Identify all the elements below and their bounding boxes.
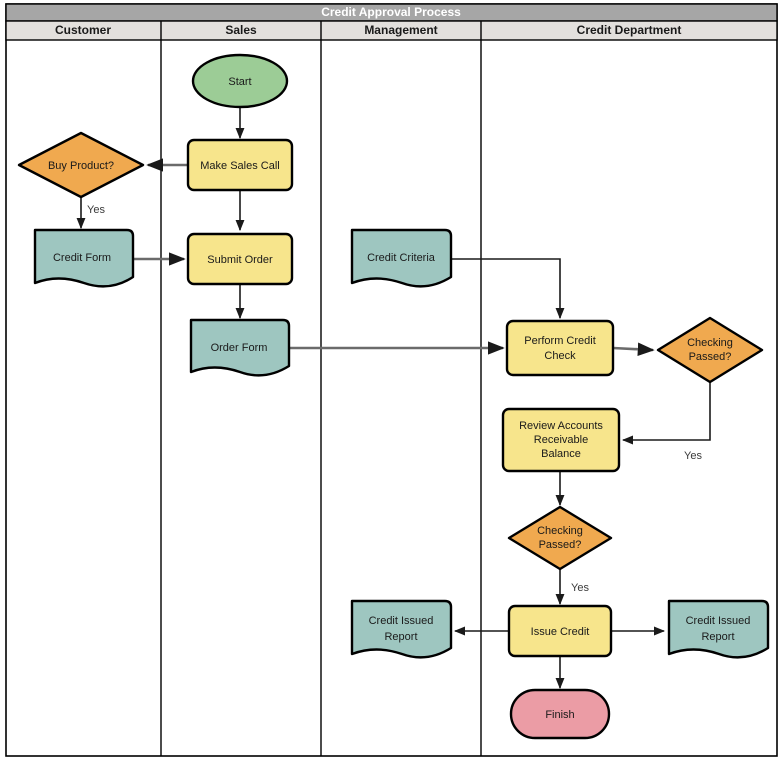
node-checking-passed-2-label-line2: Passed?	[539, 539, 582, 551]
node-checking-passed-1[interactable]: Checking Passed?	[656, 316, 764, 384]
edge-perform-credit-check-to-checking-passed-1	[612, 342, 655, 356]
node-credit-issued-report-management[interactable]: Credit Issued Report	[350, 599, 453, 659]
node-credit-criteria-label: Credit Criteria	[367, 252, 436, 264]
lane-header-customer[interactable]: Customer	[55, 23, 111, 37]
node-submit-order-label: Submit Order	[207, 254, 273, 266]
node-issue-credit[interactable]: Issue Credit	[507, 604, 613, 658]
node-review-accounts-label-line2: Receivable	[534, 434, 588, 446]
lane-header-management[interactable]: Management	[364, 23, 437, 37]
edge-label-yes-checking-passed-1: Yes	[684, 450, 702, 462]
node-review-accounts-receivable-balance[interactable]: Review Accounts Receivable Balance	[501, 407, 621, 473]
lane-label-management: Management	[364, 23, 437, 37]
node-credit-form-label: Credit Form	[53, 252, 111, 264]
lane-header-row	[5, 20, 778, 41]
node-order-form-label: Order Form	[211, 342, 268, 354]
node-buy-product-label: Buy Product?	[48, 160, 114, 172]
node-issue-credit-label: Issue Credit	[531, 626, 590, 638]
node-make-sales-call-label: Make Sales Call	[200, 160, 279, 172]
node-review-accounts-label-line1: Review Accounts	[519, 420, 603, 432]
page-title: Credit Approval Process	[321, 5, 461, 19]
lane-label-sales: Sales	[225, 23, 257, 37]
node-finish-label: Finish	[545, 709, 574, 721]
swimlane-frame: Credit Approval Process Customer Sales M…	[5, 3, 778, 757]
node-checking-passed-2-label-line1: Checking	[537, 525, 583, 537]
edge-credit-criteria-to-perform-credit-check	[451, 258, 565, 320]
node-credit-form[interactable]: Credit Form	[33, 228, 135, 288]
node-report-credit-label-line1: Credit Issued	[686, 615, 751, 627]
lane-header-sales[interactable]: Sales	[225, 23, 257, 37]
edge-checking-passed-1-to-review-accounts	[621, 382, 711, 445]
node-perform-credit-check-label-line2: Check	[544, 350, 576, 362]
edge-label-yes-buy-product: Yes	[87, 204, 105, 216]
node-review-accounts-label-line3: Balance	[541, 448, 581, 460]
node-make-sales-call[interactable]: Make Sales Call	[186, 138, 294, 192]
node-start-label: Start	[228, 76, 251, 88]
edge-labels: Yes Yes Yes	[87, 204, 702, 594]
node-report-mgmt-label-line1: Credit Issued	[369, 615, 434, 627]
connectors	[76, 107, 711, 690]
lane-header-credit-department[interactable]: Credit Department	[577, 23, 682, 37]
node-checking-passed-2[interactable]: Checking Passed?	[507, 505, 613, 571]
lane-label-customer: Customer	[55, 23, 111, 37]
node-report-credit-label-line2: Report	[701, 631, 734, 643]
node-submit-order[interactable]: Submit Order	[186, 232, 294, 286]
node-perform-credit-check[interactable]: Perform Credit Check	[505, 319, 615, 377]
node-report-mgmt-label-line2: Report	[384, 631, 417, 643]
lane-label-credit-department: Credit Department	[577, 23, 682, 37]
node-perform-credit-check-label-line1: Perform Credit	[524, 335, 596, 347]
node-order-form[interactable]: Order Form	[189, 318, 291, 377]
node-checking-passed-1-label-line1: Checking	[687, 337, 733, 349]
node-start[interactable]: Start	[191, 53, 289, 109]
node-credit-issued-report-credit-department[interactable]: Credit Issued Report	[667, 599, 770, 659]
node-checking-passed-1-label-line2: Passed?	[689, 351, 732, 363]
edge-label-yes-checking-passed-2: Yes	[571, 582, 589, 594]
node-buy-product[interactable]: Buy Product?	[17, 131, 145, 199]
node-credit-criteria[interactable]: Credit Criteria	[350, 228, 453, 288]
node-finish[interactable]: Finish	[509, 688, 611, 740]
